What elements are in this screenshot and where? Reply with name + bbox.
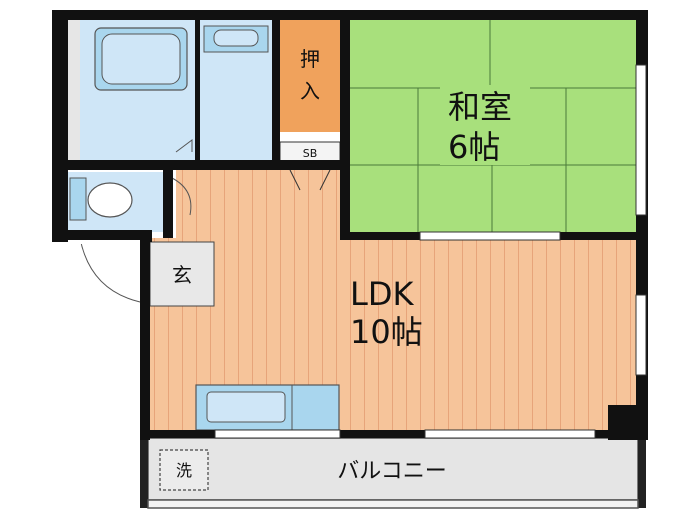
genkan: 玄 bbox=[79, 237, 215, 307]
washitsu-size: 6帖 bbox=[448, 128, 500, 166]
toilet-room bbox=[68, 172, 192, 232]
ldk-room: LDK 10帖 bbox=[150, 170, 638, 433]
oshiire-closet: 押 入 bbox=[280, 20, 340, 132]
bathroom bbox=[68, 20, 195, 160]
washer-space: 洗 bbox=[159, 449, 209, 491]
washer-label: 洗 bbox=[176, 461, 192, 480]
sb-label: SB bbox=[303, 147, 318, 160]
washroom bbox=[200, 20, 272, 160]
washitsu-room: 和室 6帖 bbox=[348, 20, 638, 235]
oshiire-line2: 入 bbox=[300, 79, 320, 103]
genkan-label: 玄 bbox=[172, 263, 192, 287]
ldk-name: LDK bbox=[350, 275, 414, 313]
windows bbox=[68, 64, 647, 439]
oshiire-line1: 押 bbox=[300, 47, 320, 71]
kitchen-counter bbox=[195, 384, 340, 431]
washitsu-name: 和室 bbox=[448, 88, 512, 126]
balcony: 洗 バルコニー bbox=[140, 437, 646, 509]
balcony-label: バルコニー bbox=[337, 459, 447, 484]
ldk-size: 10帖 bbox=[350, 313, 423, 351]
